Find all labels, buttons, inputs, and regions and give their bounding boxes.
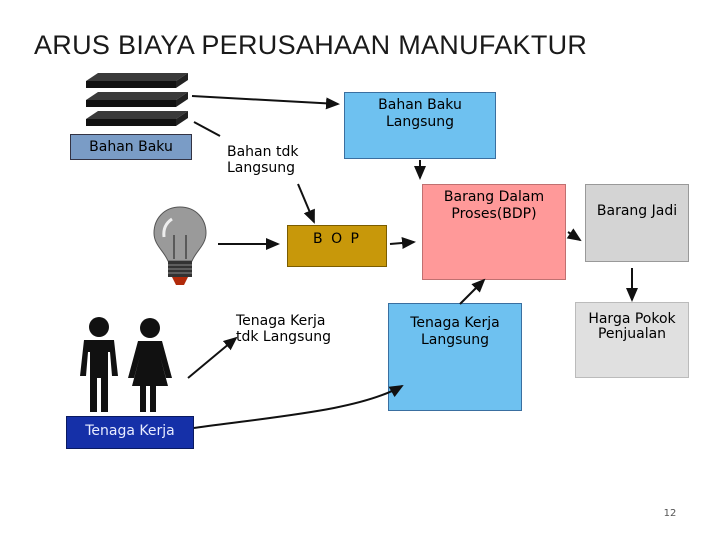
btl-line2: Langsung [227, 160, 296, 176]
harga-pokok-line2: Penjualan [597, 326, 667, 342]
tktl-line1: Tenaga Kerja [236, 313, 326, 329]
barang-jadi-box: Barang Jadi [585, 184, 689, 262]
arrow-tkl-to-bdp [459, 278, 486, 305]
arrow-bb-to-btl [193, 121, 221, 137]
harga-pokok-box: Harga Pokok Penjualan [575, 302, 689, 378]
barang-dalam-proses-box: Barang Dalam Proses(BDP) [422, 184, 566, 280]
bahan-baku-langsung-line2: Langsung [385, 114, 455, 130]
tktl-line2: tdk Langsung [236, 329, 331, 345]
page-title: ARUS BIAYA PERUSAHAAN MANUFAKTUR [34, 30, 588, 60]
arrow-tk-to-tkl [193, 385, 404, 429]
bop-label: B O P [313, 231, 361, 247]
tenaga-kerja-box: Tenaga Kerja [66, 416, 194, 449]
btl-line1: Bahan tdk [227, 144, 299, 160]
bahan-tdk-langsung-label: Bahan tdk Langsung [227, 144, 298, 176]
arrow-btl-to-bop [297, 183, 315, 224]
tkl-line1: Tenaga Kerja [410, 315, 500, 331]
arrow-tk-to-tktl [187, 336, 238, 379]
bdp-line1: Barang Dalam [443, 189, 545, 205]
bahan-baku-langsung-line1: Bahan Baku [378, 97, 462, 113]
people-icon [80, 317, 172, 412]
bahan-baku-langsung-box: Bahan Baku Langsung [344, 92, 496, 159]
page-number: 12 [663, 508, 677, 519]
bop-box: B O P [287, 225, 387, 267]
arrow-bop-to-bdp [389, 237, 416, 249]
harga-pokok-line1: Harga Pokok [588, 311, 676, 327]
barang-jadi-label: Barang Jadi [596, 203, 678, 219]
arrow-stack-to-bbl [191, 95, 340, 110]
light-bulb-icon [153, 206, 207, 285]
tkl-line2: Langsung [420, 332, 490, 348]
bahan-baku-label: Bahan Baku [89, 139, 173, 155]
material-stack-icon [86, 73, 188, 126]
tenaga-kerja-langsung-box: Tenaga Kerja Langsung [388, 303, 522, 411]
arrow-bdp-to-bj [566, 228, 582, 242]
bdp-line2: Proses(BDP) [451, 206, 537, 222]
bahan-baku-box: Bahan Baku [70, 134, 192, 160]
tenaga-kerja-label: Tenaga Kerja [85, 423, 175, 439]
tenaga-kerja-tdk-langsung-label: Tenaga Kerja tdk Langsung [236, 313, 331, 345]
